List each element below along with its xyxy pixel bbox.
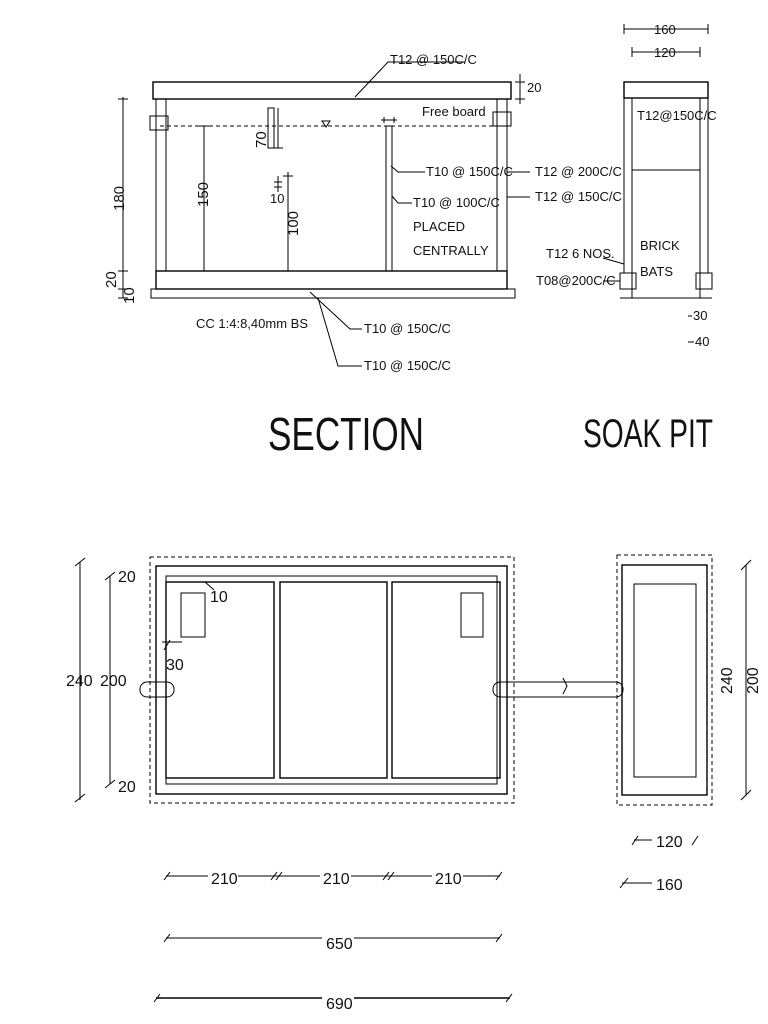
soak-plan-outer-height: 240: [719, 667, 736, 694]
height-100-dim: 100: [285, 211, 302, 236]
drop-70-dim: 70: [253, 131, 270, 148]
inlet-pipe: [149, 115, 169, 131]
plan-footing-outline: [149, 556, 515, 804]
soak-top-rebar: T12@150C/C: [637, 108, 717, 123]
soak-fill-label-1: BRICK: [640, 238, 680, 253]
height-180-dim: 180: [111, 186, 128, 211]
soak-dim-40: 40: [695, 334, 709, 349]
bottom-rebar-label-1: T10 @ 150C/C: [364, 321, 451, 336]
plan-chamber-1-dim: 210: [211, 871, 238, 888]
soak-pit-plan-view: 240 200 120 160: [616, 554, 762, 894]
soak-pit-section-view: 160 120 T12@150C/C T12 6 NOS. T08@200C/C…: [536, 22, 717, 456]
plan-outlet-pipe: [492, 681, 624, 698]
soak-dim-30: 30: [693, 308, 707, 323]
baffle-rebar-label: T10 @ 150C/C: [426, 164, 513, 179]
soak-ring-rebar: T12 6 NOS.: [546, 246, 615, 261]
section-title: SECTION: [268, 408, 424, 460]
soak-right-wall: [699, 97, 709, 274]
baffle-centre-label-3: CENTRALLY: [413, 243, 489, 258]
soak-plan-inner-height: 200: [745, 667, 762, 694]
soak-pit-title: SOAK PIT: [583, 412, 713, 456]
manhole-2: [460, 592, 484, 638]
height-20-dim: 20: [103, 271, 120, 288]
plan-wall-bottom-dim: 20: [118, 779, 136, 796]
section-view: T12 @ 150C/C 20 Free board T10 @ 150C/C …: [103, 52, 622, 460]
plan-chamber-2: [279, 581, 388, 779]
plan-wall-top-dim: 20: [118, 569, 136, 586]
pcc-bed: [150, 288, 516, 299]
plan-outer-wall: [155, 565, 508, 795]
left-wall: [155, 98, 167, 272]
soak-right-footing: [695, 272, 713, 290]
base-slab: [155, 270, 508, 290]
soak-width-120: 120: [654, 45, 676, 60]
depth-150-dim: 150: [195, 182, 212, 207]
plan-chamber-3: [391, 581, 501, 779]
right-rebar-label-2: T12 @ 150C/C: [535, 189, 622, 204]
outlet-pipe: [492, 111, 512, 127]
plan-inner-offset: 10: [210, 589, 228, 606]
gap-10-dim: 10: [270, 191, 284, 206]
right-wall: [496, 98, 508, 272]
plan-view: 20 240 200 20 10 30 210 210 210 650 6: [66, 556, 624, 1013]
soak-plan-inner-width: 120: [656, 834, 683, 851]
plan-outer-length: 690: [326, 996, 353, 1013]
plan-outer-height: 240: [66, 673, 93, 690]
baffle-wall-2: [385, 125, 393, 272]
soak-fill-label-2: BATS: [640, 264, 673, 279]
baffle-centre-label-1: T10 @ 100C/C: [413, 195, 500, 210]
height-10-dim: 10: [121, 287, 138, 304]
plan-inlet-offset: 30: [166, 657, 184, 674]
soak-top-slab: [623, 81, 709, 99]
soak-left-footing: [619, 272, 637, 290]
plan-chamber-1: [165, 581, 275, 779]
plan-inner-wall: [165, 575, 498, 785]
soak-plan-footing: [616, 554, 713, 806]
baffle-centre-label-2: PLACED: [413, 219, 465, 234]
soak-plan-inner: [633, 583, 697, 778]
tank-inner-outline: [165, 98, 498, 272]
bottom-rebar-label-2: T10 @ 150C/C: [364, 358, 451, 373]
soak-stirrup: T08@200C/C: [536, 273, 616, 288]
plan-inlet-pipe: [139, 681, 175, 698]
plan-chamber-3-dim: 210: [435, 871, 462, 888]
top-slab: [152, 81, 512, 100]
manhole-1: [180, 592, 206, 638]
soak-plan-outer: [621, 564, 708, 796]
right-rebar-label-1: T12 @ 200C/C: [535, 164, 622, 179]
plan-inner-length: 650: [326, 936, 353, 953]
soak-plan-outer-width: 160: [656, 877, 683, 894]
top-slab-dim: 20: [527, 80, 541, 95]
top-rebar-label: T12 @ 150C/C: [390, 52, 477, 67]
plan-inner-height: 200: [100, 673, 127, 690]
water-level-icon: [321, 120, 331, 128]
baffle-wall-1: [267, 107, 275, 149]
soak-width-160: 160: [654, 22, 676, 37]
base-concrete-label: CC 1:4:8,40mm BS: [196, 316, 308, 331]
free-board-label: Free board: [422, 104, 486, 119]
soak-left-wall: [623, 97, 633, 274]
plan-chamber-2-dim: 210: [323, 871, 350, 888]
